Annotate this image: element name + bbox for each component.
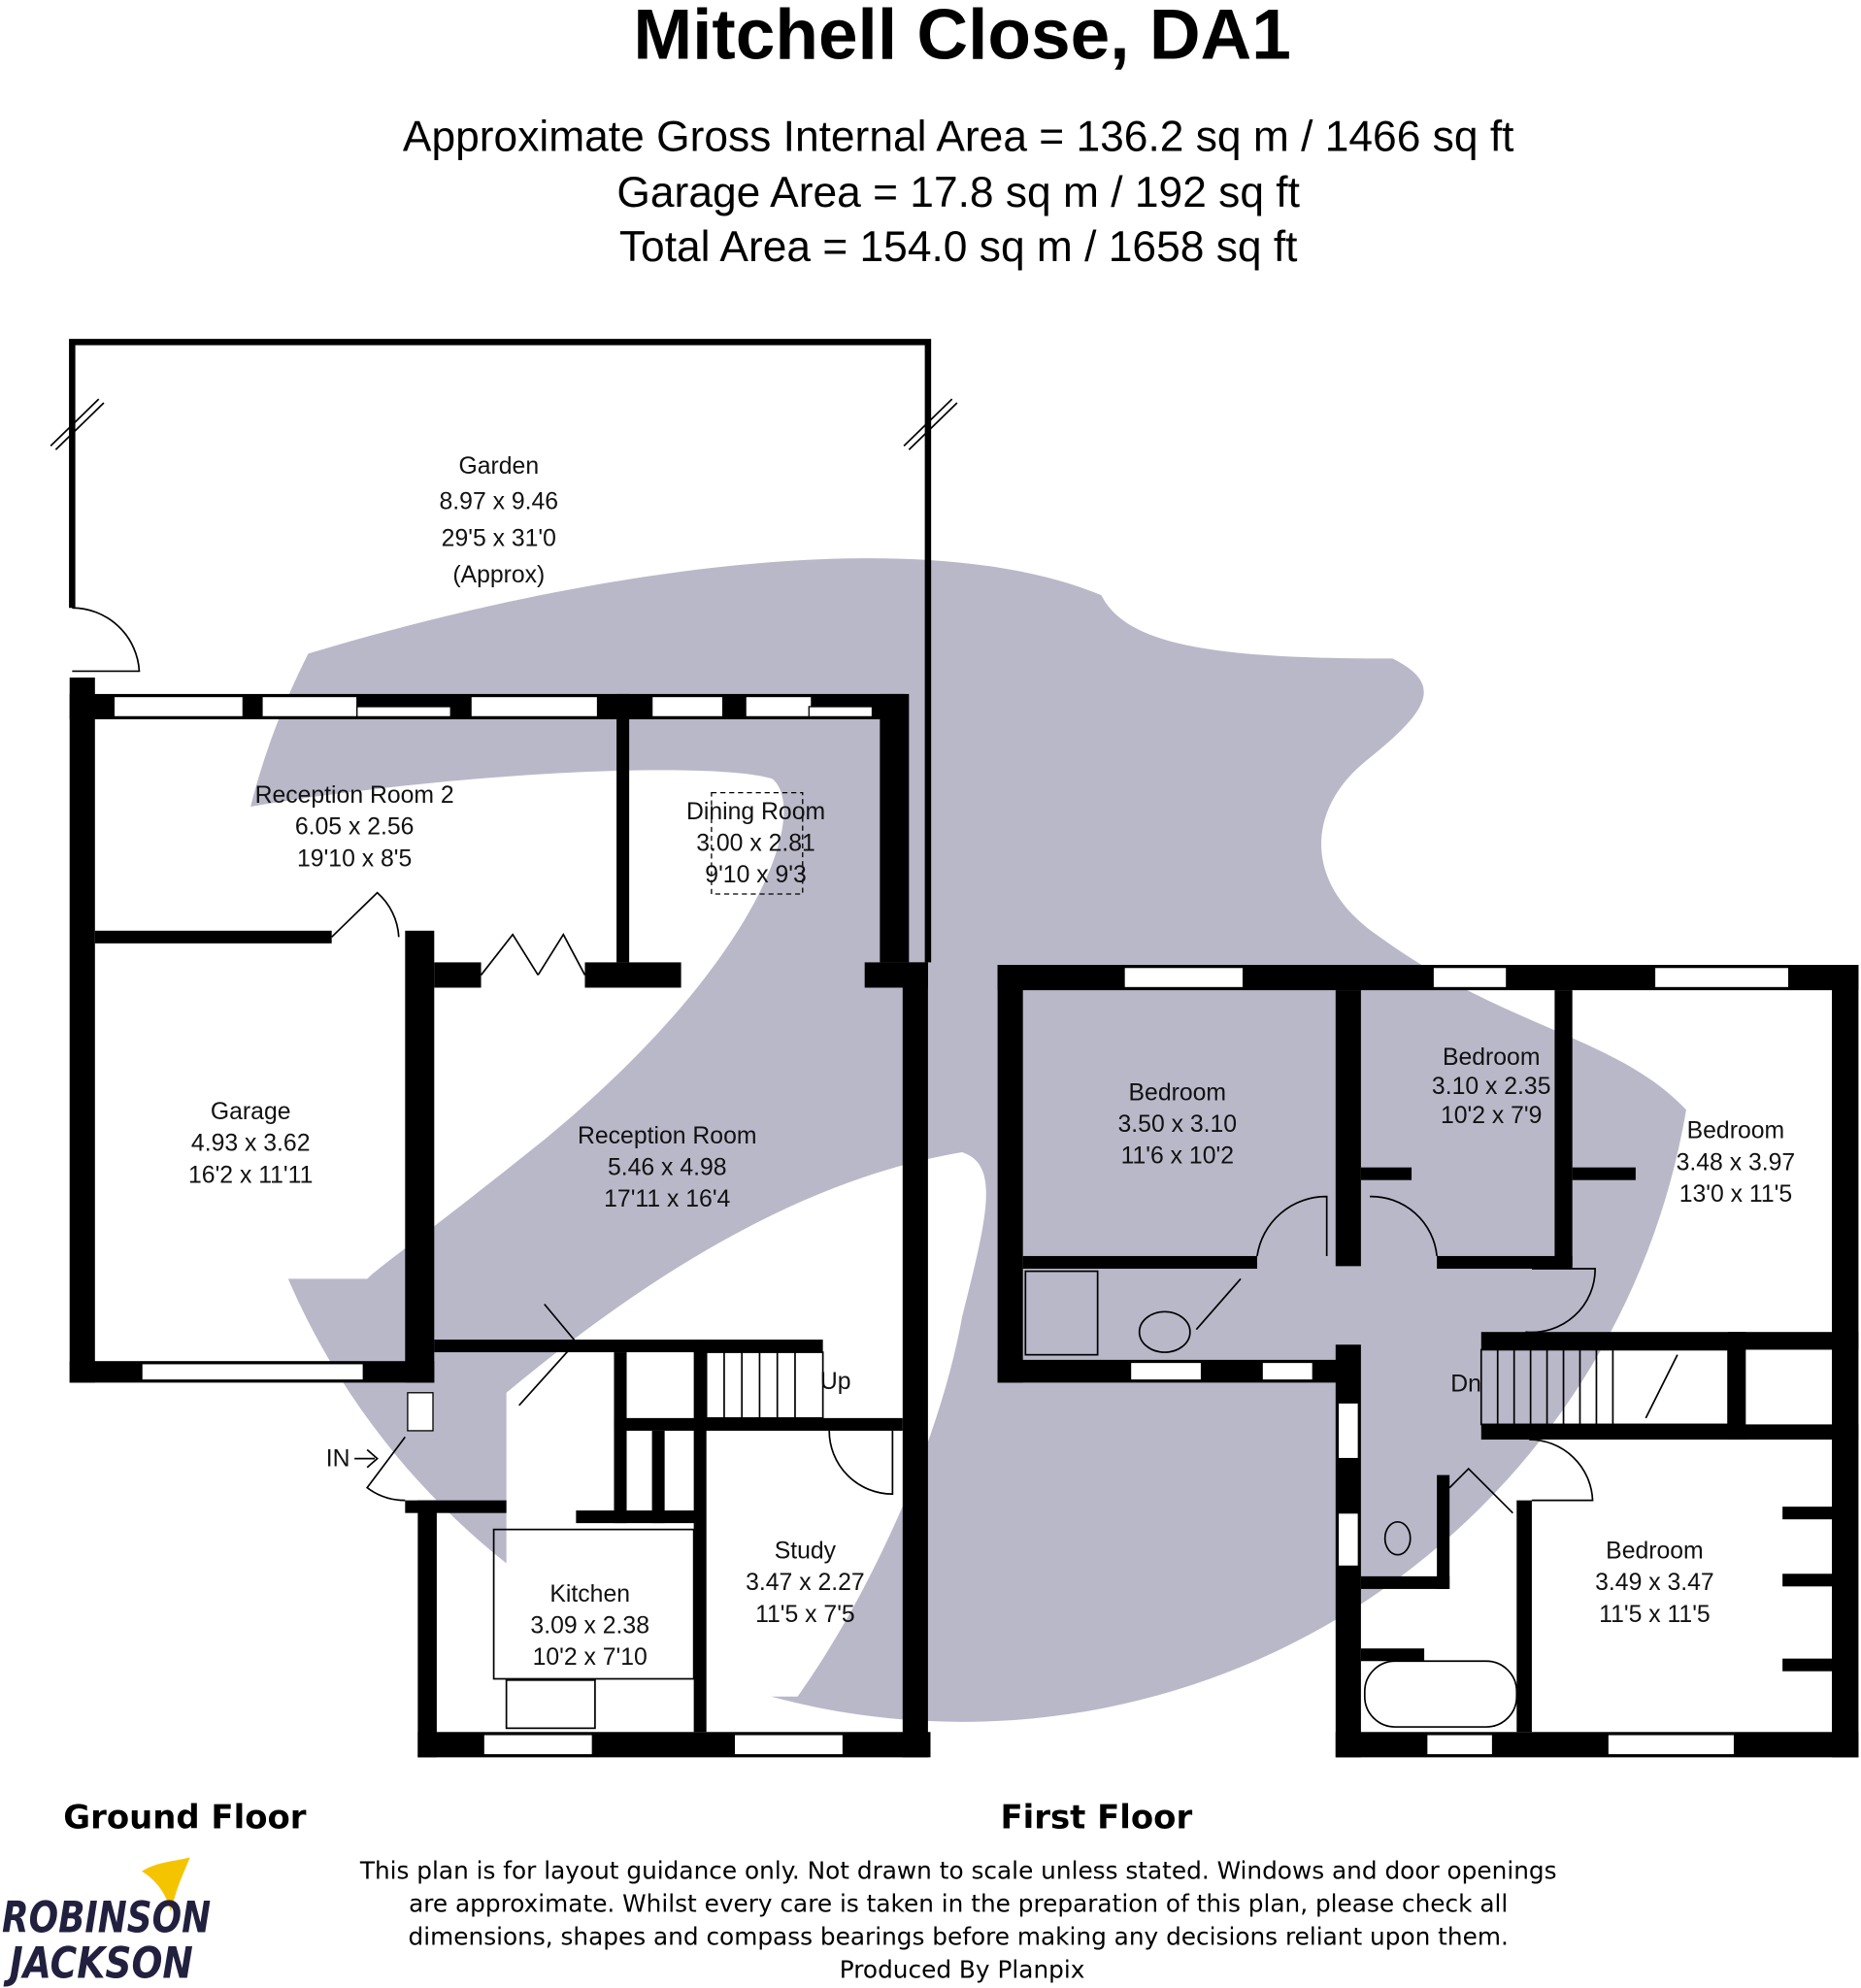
- svg-text:29'5 x 31'0: 29'5 x 31'0: [442, 525, 556, 551]
- svg-text:3.47 x 2.27: 3.47 x 2.27: [746, 1570, 865, 1596]
- room-bedroom-3: Bedroom 3.48 x 3.97 13'0 x 11'5: [1677, 1118, 1796, 1208]
- stairs-down-label: Dn: [1450, 1371, 1481, 1397]
- ground-floor-plan: Up IN Garden 8.97 x 9.46 29'5 x 31'0 (Ap…: [50, 339, 958, 1758]
- svg-text:13'0 x 11'5: 13'0 x 11'5: [1679, 1181, 1792, 1208]
- first-floor-plan: Dn Bedroom 3.50 x 3.10 11'6 x 10'2 Bedro…: [997, 965, 1859, 1758]
- svg-text:6.05 x 2.56: 6.05 x 2.56: [295, 814, 415, 841]
- room-reception-room: Reception Room 5.46 x 4.98 17'11 x 16'4: [578, 1123, 756, 1212]
- room-bedroom-4: Bedroom 3.49 x 3.47 11'5 x 11'5: [1595, 1539, 1714, 1628]
- svg-text:ROBINSON: ROBINSON: [2, 1893, 211, 1942]
- page-title: Mitchell Close, DA1: [633, 0, 1291, 74]
- svg-text:10'2 x 7'9: 10'2 x 7'9: [1441, 1103, 1542, 1129]
- svg-text:9'10 x 9'3: 9'10 x 9'3: [705, 862, 806, 888]
- svg-text:Garage: Garage: [211, 1099, 291, 1125]
- svg-text:Bedroom: Bedroom: [1606, 1539, 1704, 1565]
- disclaimer-line-3: dimensions, shapes and compass bearings …: [409, 1922, 1509, 1950]
- entrance-label: IN: [326, 1445, 350, 1472]
- total-area: Total Area = 154.0 sq m / 1658 sq ft: [619, 223, 1298, 271]
- bird-icon: [142, 1857, 190, 1912]
- svg-text:Bedroom: Bedroom: [1443, 1044, 1540, 1071]
- washbasin: [1138, 1310, 1191, 1353]
- produced-by: Produced By Planpix: [840, 1955, 1085, 1983]
- room-kitchen: Kitchen 3.09 x 2.38 10'2 x 7'10: [530, 1581, 649, 1671]
- svg-text:11'5 x 11'5: 11'5 x 11'5: [1599, 1602, 1711, 1628]
- svg-text:3.49 x 3.47: 3.49 x 3.47: [1595, 1570, 1714, 1596]
- svg-text:JACKSON: JACKSON: [3, 1938, 193, 1988]
- svg-text:Reception Room 2: Reception Room 2: [255, 782, 454, 809]
- svg-text:11'6 x 10'2: 11'6 x 10'2: [1121, 1143, 1234, 1170]
- svg-text:Garden: Garden: [459, 453, 540, 480]
- kitchen-sink: [505, 1678, 596, 1730]
- stairs-up-label: Up: [820, 1369, 851, 1395]
- toilet: [1383, 1520, 1412, 1556]
- svg-text:Bedroom: Bedroom: [1129, 1080, 1227, 1107]
- svg-text:Study: Study: [775, 1539, 837, 1565]
- garage-area: Garage Area = 17.8 sq m / 192 sq ft: [616, 169, 1300, 216]
- svg-text:Dining Room: Dining Room: [686, 799, 825, 825]
- room-garden: Garden 8.97 x 9.46 29'5 x 31'0 (Approx): [440, 453, 559, 588]
- svg-text:4.93 x 3.62: 4.93 x 3.62: [191, 1131, 311, 1157]
- svg-text:3.50 x 3.10: 3.50 x 3.10: [1118, 1111, 1238, 1138]
- svg-text:(Approx): (Approx): [452, 562, 545, 588]
- svg-text:10'2 x 7'10: 10'2 x 7'10: [533, 1644, 648, 1671]
- disclaimer-line-2: are approximate. Whilst every care is ta…: [409, 1889, 1508, 1917]
- disclaimer-line-1: This plan is for layout guidance only. N…: [359, 1857, 1557, 1885]
- room-bedroom-2: Bedroom 3.10 x 2.35 10'2 x 7'9: [1432, 1044, 1551, 1129]
- room-dining-room: Dining Room 3.00 x 2.81 9'10 x 9'3: [686, 799, 825, 888]
- garden-gate: [72, 607, 141, 673]
- svg-text:3.09 x 2.38: 3.09 x 2.38: [530, 1613, 649, 1640]
- svg-text:17'11 x 16'4: 17'11 x 16'4: [604, 1186, 730, 1212]
- svg-text:Kitchen: Kitchen: [549, 1581, 630, 1607]
- svg-text:16'2 x 11'11: 16'2 x 11'11: [188, 1162, 313, 1188]
- robinson-jackson-logo: ROBINSON JACKSON: [2, 1857, 211, 1988]
- svg-text:3.48 x 3.97: 3.48 x 3.97: [1677, 1149, 1796, 1176]
- bathtub: [1363, 1660, 1518, 1728]
- svg-text:8.97 x 9.46: 8.97 x 9.46: [440, 489, 559, 515]
- watermark-logo: [189, 253, 1747, 1722]
- svg-text:5.46 x 4.98: 5.46 x 4.98: [608, 1154, 727, 1180]
- svg-text:3.10 x 2.35: 3.10 x 2.35: [1432, 1074, 1551, 1100]
- ground-floor-label: Ground Floor: [63, 1798, 306, 1836]
- svg-text:Bedroom: Bedroom: [1687, 1118, 1784, 1144]
- first-floor-label: First Floor: [1000, 1798, 1192, 1836]
- room-garage: Garage 4.93 x 3.62 16'2 x 11'11: [188, 1099, 313, 1188]
- gross-internal-area: Approximate Gross Internal Area = 136.2 …: [403, 113, 1514, 160]
- svg-text:3.00 x 2.81: 3.00 x 2.81: [696, 831, 815, 857]
- svg-text:Reception Room: Reception Room: [578, 1123, 756, 1149]
- svg-text:19'10 x 8'5: 19'10 x 8'5: [297, 845, 412, 872]
- shower-tray: [1024, 1270, 1099, 1356]
- room-reception-room-2: Reception Room 2 6.05 x 2.56 19'10 x 8'5: [255, 782, 454, 872]
- room-study: Study 3.47 x 2.27 11'5 x 7'5: [746, 1539, 865, 1628]
- svg-text:11'5 x 7'5: 11'5 x 7'5: [755, 1602, 855, 1628]
- room-bedroom-1: Bedroom 3.50 x 3.10 11'6 x 10'2: [1118, 1080, 1238, 1170]
